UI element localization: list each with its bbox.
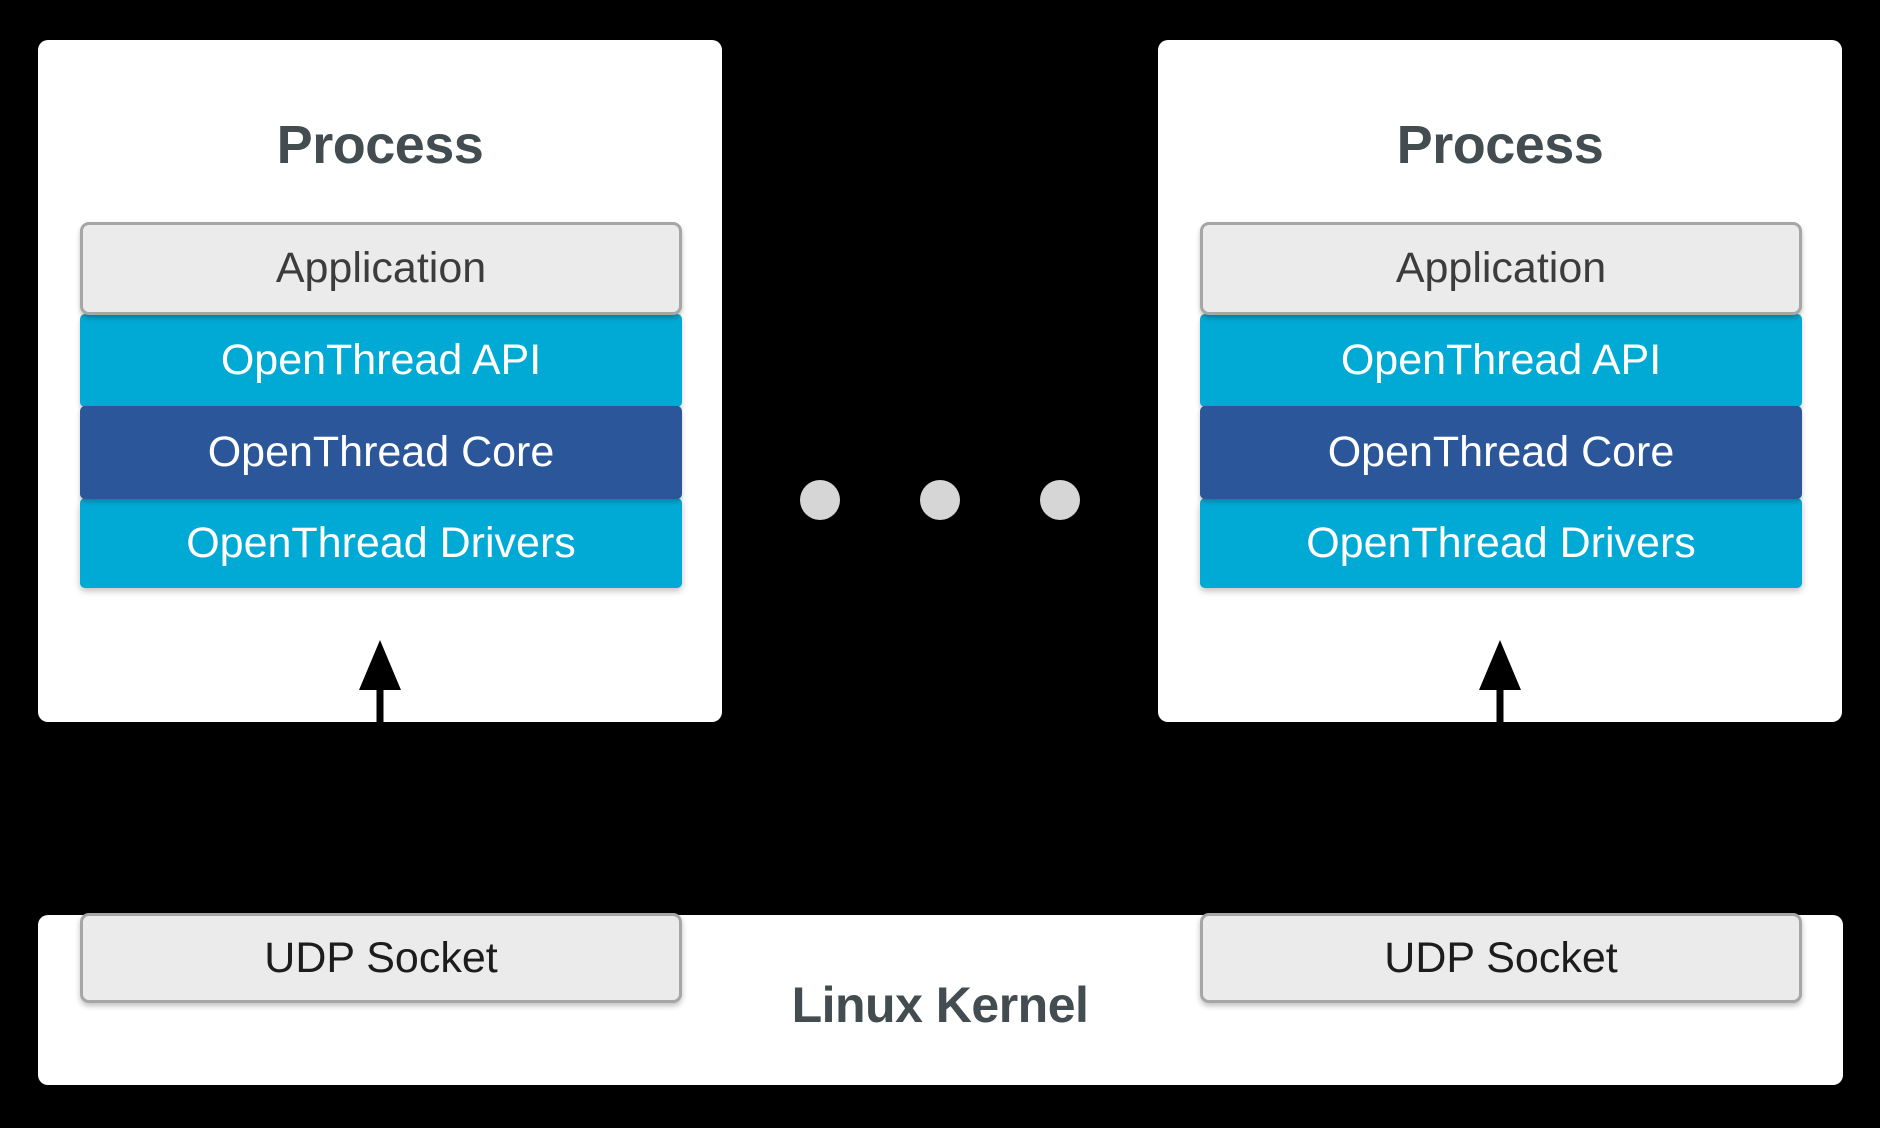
linux-kernel-title: Linux Kernel — [791, 977, 1089, 1033]
arrow-up-icon-right — [1479, 640, 1521, 745]
layer-application-left: Application — [80, 222, 682, 315]
process-title-right: Process — [1396, 115, 1604, 175]
layer-openthread-api-right: OpenThread API — [1200, 314, 1802, 407]
udp-socket-left: UDP Socket — [80, 913, 682, 1003]
layer-openthread-core-left: OpenThread Core — [80, 406, 682, 499]
layer-stack-left: Application OpenThread API OpenThread Co… — [80, 222, 682, 588]
ellipsis-dot-icon — [920, 480, 960, 520]
layer-openthread-api-left: OpenThread API — [80, 314, 682, 407]
layer-stack-right: Application OpenThread API OpenThread Co… — [1200, 222, 1802, 588]
process-title-left: Process — [276, 115, 484, 175]
ellipsis-dot-icon — [800, 480, 840, 520]
process-box-left: Process Application OpenThread API OpenT… — [38, 40, 722, 722]
layer-application-right: Application — [1200, 222, 1802, 315]
process-box-right: Process Application OpenThread API OpenT… — [1158, 40, 1842, 722]
ellipsis-dots — [800, 480, 1080, 524]
layer-openthread-core-right: OpenThread Core — [1200, 406, 1802, 499]
layer-openthread-drivers-left: OpenThread Drivers — [80, 498, 682, 588]
ellipsis-dot-icon — [1040, 480, 1080, 520]
udp-socket-right: UDP Socket — [1200, 913, 1802, 1003]
layer-openthread-drivers-right: OpenThread Drivers — [1200, 498, 1802, 588]
arrow-up-icon-left — [359, 640, 401, 745]
